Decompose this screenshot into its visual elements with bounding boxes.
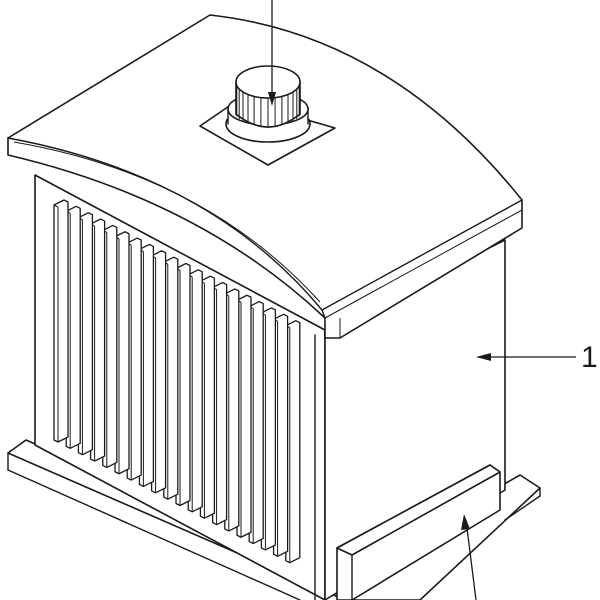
cooling-fins: [53, 199, 301, 564]
knob-grip-ribs: [236, 85, 300, 126]
cooling-fin-top: [53, 204, 59, 208]
front-block: [336, 464, 501, 600]
cooling-fin: [53, 199, 69, 443]
adjustment-knob[interactable]: [225, 65, 311, 143]
leader-front-block: [461, 514, 477, 600]
callout-label-housing: 1: [581, 341, 598, 374]
leader-housing: [476, 353, 576, 361]
leader-top: [268, 0, 276, 106]
top-cover: [7, 14, 523, 339]
